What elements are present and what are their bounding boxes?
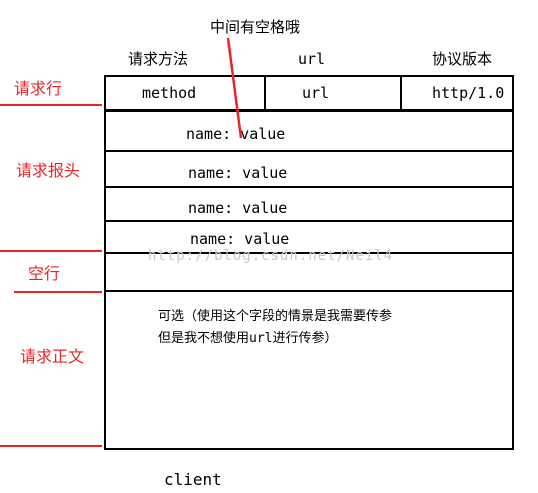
header-row-text: name: value <box>190 230 290 248</box>
header-row-text: name: value <box>188 199 288 217</box>
spaces-annotation: 中间有空格哦 <box>210 18 301 36</box>
request-body-box: 可选（使用这个字段的情景是我需要传参 但是我不想使用url进行传参） <box>104 290 514 450</box>
label-request-body: 请求正文 <box>20 347 85 366</box>
protocol-text: http/1.0 <box>432 84 505 102</box>
pointer-stroke <box>226 37 243 139</box>
header-protocol-version: 协议版本 <box>432 50 493 68</box>
header-request-method: 请求方法 <box>128 50 189 68</box>
header-row-text: name: value <box>188 164 288 182</box>
label-request-line: 请求行 <box>14 79 63 98</box>
divider-request-headers <box>0 250 102 252</box>
watermark: http://blog.csdn.net/Neil4 <box>148 248 394 264</box>
body-note: 可选（使用这个字段的情景是我需要传参 但是我不想使用url进行传参） <box>158 306 498 350</box>
label-request-headers: 请求报头 <box>16 161 81 180</box>
client-label: client <box>164 470 222 489</box>
body-note-line-2: 但是我不想使用url进行传参） <box>158 331 338 346</box>
label-blank-line: 空行 <box>28 264 61 283</box>
method-text: method <box>142 84 197 102</box>
divider-request-body <box>0 445 102 447</box>
divider-request-line <box>0 104 102 106</box>
header-url: url <box>298 50 326 68</box>
header-row-text: name: value <box>186 125 286 143</box>
body-note-line-1: 可选（使用这个字段的情景是我需要传参 <box>158 309 393 324</box>
divider-blank-line <box>14 291 102 293</box>
url-text: url <box>302 84 330 102</box>
